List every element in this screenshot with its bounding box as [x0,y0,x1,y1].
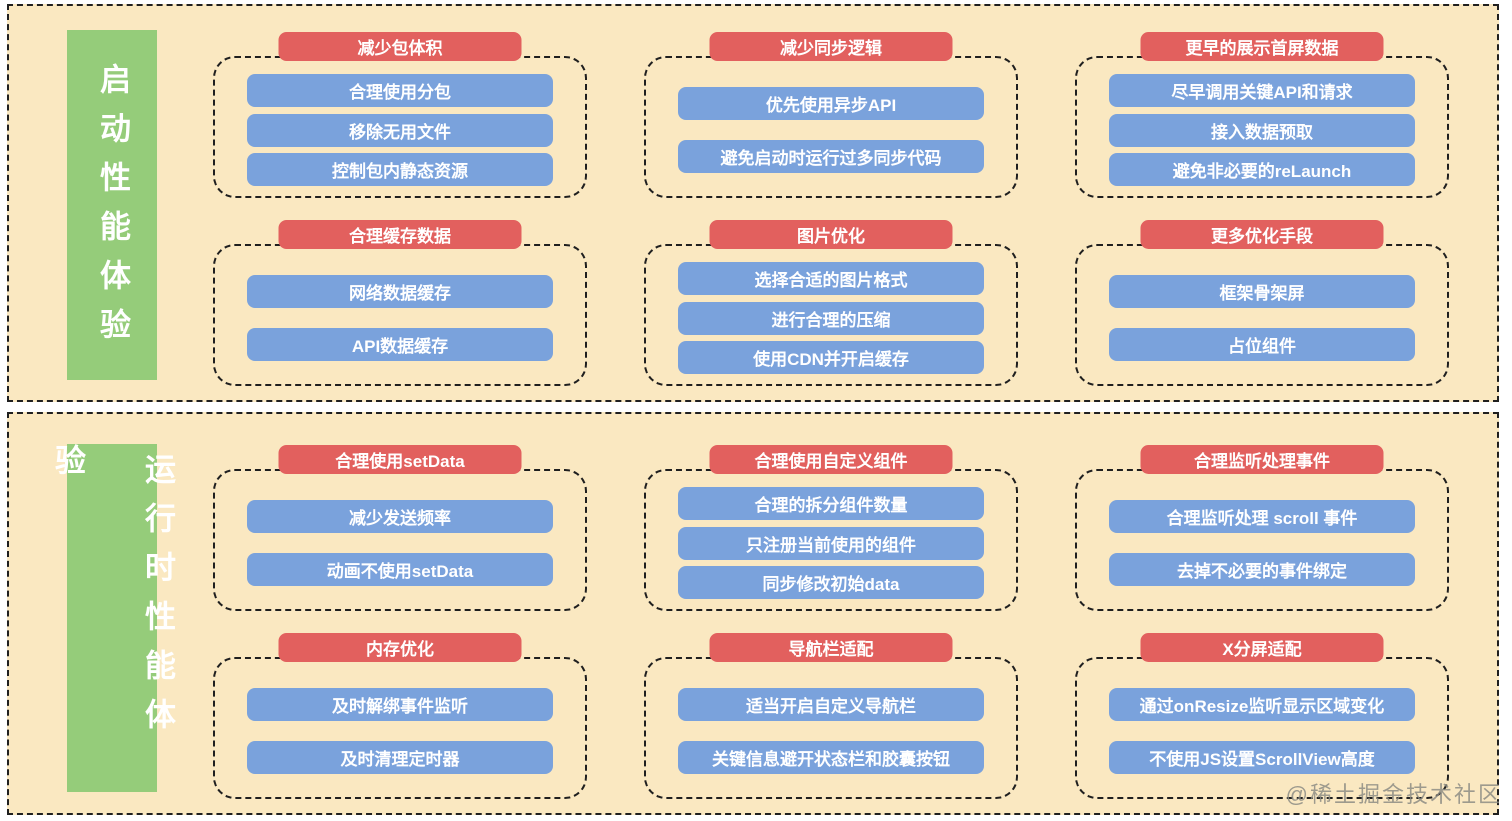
item: 减少发送频率 [247,500,553,534]
item: 移除无用文件 [247,113,553,147]
item: 优先使用异步API [678,87,984,121]
group-header: 合理使用setData [278,445,522,474]
group-show-first-screen-earlier: 更早的展示首屏数据 尽早调用关键API和请求 接入数据预取 避免非必要的reLa… [1075,32,1449,198]
group-navbar-adaptation: 导航栏适配 适当开启自定义导航栏 关键信息避开状态栏和胶囊按钮 [644,633,1018,799]
group-header: 合理监听处理事件 [1140,445,1384,474]
item: 动画不使用setData [247,552,553,586]
group-more-optimizations: 更多优化手段 框架骨架屏 占位组件 [1075,220,1449,386]
item: 尽早调用关键API和请求 [1109,74,1415,108]
startup-groups-grid: 减少包体积 合理使用分包 移除无用文件 控制包内静态资源 减少同步逻辑 优先使用… [213,32,1449,386]
group-custom-components: 合理使用自定义组件 合理的拆分组件数量 只注册当前使用的组件 同步修改初始dat… [644,445,1018,611]
item: 使用CDN并开启缓存 [678,340,984,374]
group-cache-data: 合理缓存数据 网络数据缓存 API数据缓存 [213,220,587,386]
group-header: X分屏适配 [1140,633,1384,662]
group-box: 尽早调用关键API和请求 接入数据预取 避免非必要的reLaunch [1075,56,1449,198]
section-label-startup-text: 启动性能体验 [95,62,130,357]
item: 只注册当前使用的组件 [678,526,984,560]
item: 合理监听处理 scroll 事件 [1109,500,1415,534]
group-header: 更多优化手段 [1140,220,1384,249]
section-runtime-performance: 运行时性能体验 合理使用setData 减少发送频率 动画不使用setData … [7,412,1499,815]
item: 适当开启自定义导航栏 [678,688,984,722]
group-reduce-sync-logic: 减少同步逻辑 优先使用异步API 避免启动时运行过多同步代码 [644,32,1018,198]
group-splitscreen-adaptation: X分屏适配 通过onResize监听显示区域变化 不使用JS设置ScrollVi… [1075,633,1449,799]
group-event-handling: 合理监听处理事件 合理监听处理 scroll 事件 去掉不必要的事件绑定 [1075,445,1449,611]
item: 合理的拆分组件数量 [678,487,984,521]
item: 及时清理定时器 [247,740,553,774]
group-header: 导航栏适配 [709,633,953,662]
section-label-startup: 启动性能体验 [67,30,157,380]
group-box: 框架骨架屏 占位组件 [1075,244,1449,386]
item: 进行合理的压缩 [678,301,984,335]
group-use-setdata-wisely: 合理使用setData 减少发送频率 动画不使用setData [213,445,587,611]
group-header: 图片优化 [709,220,953,249]
item: 避免非必要的reLaunch [1109,152,1415,186]
item: 同步修改初始data [678,565,984,599]
group-box: 合理监听处理 scroll 事件 去掉不必要的事件绑定 [1075,469,1449,611]
group-box: 减少发送频率 动画不使用setData [213,469,587,611]
group-header: 合理使用自定义组件 [709,445,953,474]
group-box: 网络数据缓存 API数据缓存 [213,244,587,386]
group-header: 内存优化 [278,633,522,662]
section-label-runtime: 运行时性能体验 [50,444,175,792]
group-memory-optimization: 内存优化 及时解绑事件监听 及时清理定时器 [213,633,587,799]
item: 占位组件 [1109,327,1415,361]
section-label-runtime-text: 运行时性能体验 [50,444,175,747]
group-header: 更早的展示首屏数据 [1140,32,1384,61]
group-box: 及时解绑事件监听 及时清理定时器 [213,657,587,799]
item: 选择合适的图片格式 [678,262,984,296]
group-box: 合理的拆分组件数量 只注册当前使用的组件 同步修改初始data [644,469,1018,611]
item: API数据缓存 [247,327,553,361]
item: 及时解绑事件监听 [247,688,553,722]
group-header: 减少包体积 [278,32,522,61]
group-header: 减少同步逻辑 [709,32,953,61]
group-box: 适当开启自定义导航栏 关键信息避开状态栏和胶囊按钮 [644,657,1018,799]
group-box: 优先使用异步API 避免启动时运行过多同步代码 [644,56,1018,198]
group-header: 合理缓存数据 [278,220,522,249]
watermark: @稀土掘金技术社区 [1285,782,1502,807]
item: 框架骨架屏 [1109,275,1415,309]
group-box: 选择合适的图片格式 进行合理的压缩 使用CDN并开启缓存 [644,244,1018,386]
section-startup-performance: 启动性能体验 减少包体积 合理使用分包 移除无用文件 控制包内静态资源 减少同步… [7,4,1499,402]
group-box: 通过onResize监听显示区域变化 不使用JS设置ScrollView高度 [1075,657,1449,799]
item: 去掉不必要的事件绑定 [1109,552,1415,586]
item: 避免启动时运行过多同步代码 [678,139,984,173]
group-box: 合理使用分包 移除无用文件 控制包内静态资源 [213,56,587,198]
item: 控制包内静态资源 [247,152,553,186]
group-image-optimization: 图片优化 选择合适的图片格式 进行合理的压缩 使用CDN并开启缓存 [644,220,1018,386]
item: 不使用JS设置ScrollView高度 [1109,740,1415,774]
item: 关键信息避开状态栏和胶囊按钮 [678,740,984,774]
item: 通过onResize监听显示区域变化 [1109,688,1415,722]
group-reduce-package-size: 减少包体积 合理使用分包 移除无用文件 控制包内静态资源 [213,32,587,198]
item: 接入数据预取 [1109,113,1415,147]
item: 网络数据缓存 [247,275,553,309]
runtime-groups-grid: 合理使用setData 减少发送频率 动画不使用setData 合理使用自定义组… [213,445,1449,799]
item: 合理使用分包 [247,74,553,108]
